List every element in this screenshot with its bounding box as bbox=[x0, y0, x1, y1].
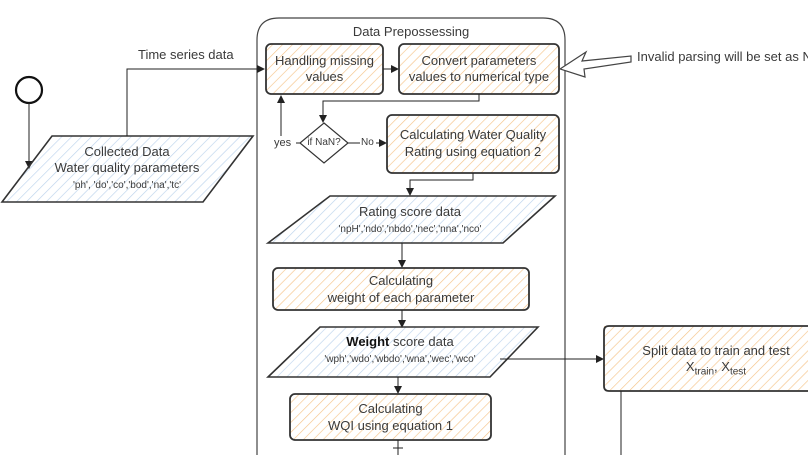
x-test-var: X bbox=[721, 359, 730, 374]
weight-calc-shape bbox=[272, 267, 530, 311]
split-shape bbox=[603, 325, 808, 392]
x-sep: , bbox=[714, 359, 722, 374]
edge-ratingcalc-ratingdata bbox=[406, 173, 474, 196]
edge-label-time-series: Time series data bbox=[138, 47, 234, 62]
handling-line2: values bbox=[305, 69, 344, 84]
convert-line2: values to numerical type bbox=[408, 69, 550, 84]
handling-line1: Handling missing bbox=[275, 53, 374, 68]
weight-calc-line1: Calculating bbox=[368, 273, 434, 288]
split-line2: Xtrain, Xtest bbox=[624, 359, 808, 378]
x-train-var: X bbox=[685, 359, 695, 374]
collected-data-title: Collected Data bbox=[84, 144, 170, 159]
rating-data-title: Rating score data bbox=[359, 204, 461, 219]
decision-shape bbox=[299, 122, 349, 164]
decision-no-label: No bbox=[361, 137, 374, 148]
weight-data-bold: Weight bbox=[346, 334, 390, 349]
note-arrow-icon bbox=[558, 50, 632, 78]
decision-label: if NaN? bbox=[307, 137, 341, 148]
container-title: Data Prepossessing bbox=[352, 24, 470, 39]
edge-time-series bbox=[126, 65, 265, 136]
x-test-sub: test bbox=[729, 366, 747, 378]
x-train-sub: train bbox=[694, 366, 715, 378]
rating-calc-line1: Calculating Water Quality bbox=[399, 127, 547, 142]
collected-data-subtitle: Water quality parameters bbox=[54, 160, 200, 175]
note-text: Invalid parsing will be set as NaN bbox=[637, 49, 808, 64]
decision-yes-label: yes bbox=[274, 137, 292, 149]
convert-line1: Convert parameters bbox=[421, 53, 537, 68]
weight-data-params: 'wph','wdo','wbdo','wna','wec','wco' bbox=[324, 354, 476, 365]
rating-calc-line2: Rating using equation 2 bbox=[404, 144, 542, 159]
wqi-calc-line1: Calculating bbox=[358, 401, 423, 416]
edge-convert-decision bbox=[319, 94, 480, 123]
weight-data-title: Weight score data bbox=[300, 334, 500, 350]
split-line1: Split data to train and test bbox=[642, 343, 790, 358]
wqi-calc-line2: WQI using equation 1 bbox=[327, 418, 454, 433]
weight-data-shape bbox=[266, 326, 540, 378]
weight-data-title-rest: score data bbox=[389, 334, 454, 349]
wqi-calc-shape bbox=[289, 393, 492, 441]
weight-calc-line2: weight of each parameter bbox=[327, 290, 475, 305]
rating-data-shape bbox=[265, 195, 558, 244]
collected-data-shape bbox=[0, 135, 255, 203]
preprocessing-container bbox=[256, 17, 566, 455]
start-circle-icon bbox=[14, 75, 44, 105]
collected-data-params: 'ph', 'do','co','bod','na','tc' bbox=[73, 180, 181, 191]
split-hatch bbox=[604, 326, 808, 391]
rating-data-params: 'npH','ndo','nbdo','nec','nna','nco' bbox=[338, 224, 482, 235]
